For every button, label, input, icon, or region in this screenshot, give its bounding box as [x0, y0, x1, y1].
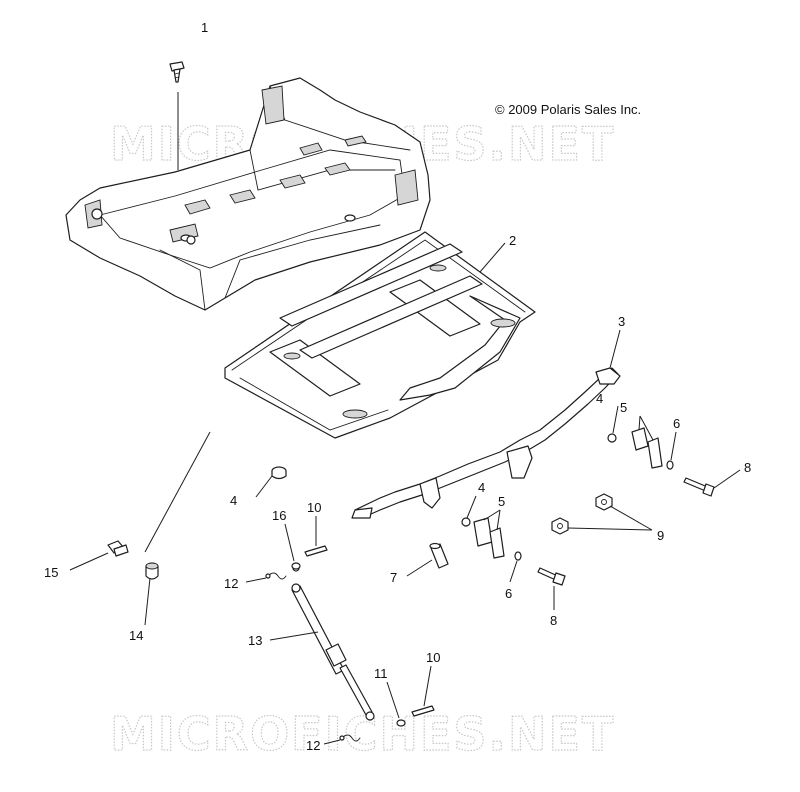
- callout-2: 2: [509, 233, 516, 248]
- leader-15: [69, 552, 109, 571]
- part-6-washer-upper: [666, 460, 674, 470]
- part-9-nut-lower: [551, 517, 569, 535]
- part-6-washer-lower: [514, 551, 522, 561]
- callout-5-upper: 5: [620, 400, 627, 415]
- callout-9: 9: [657, 528, 664, 543]
- leader-4-right: [612, 405, 619, 434]
- callout-8-lower: 8: [550, 613, 557, 628]
- watermark-bottom: MICROFICHES.NET: [110, 707, 615, 761]
- leader-5-upper-a: [638, 415, 641, 431]
- callout-11: 11: [374, 666, 388, 681]
- leader-6-lower: [509, 560, 518, 583]
- leader-4-left: [255, 475, 273, 498]
- leader-2: [479, 242, 506, 273]
- leader-6-upper: [670, 431, 677, 461]
- part-4-grommet-left: [271, 466, 287, 480]
- part-10-pin-upper: [304, 545, 328, 557]
- callout-3: 3: [618, 314, 625, 329]
- part-14-cap: [145, 562, 159, 580]
- part-7-spacer: [429, 542, 449, 569]
- cargo-box: [65, 77, 431, 311]
- callout-4-mid: 4: [478, 480, 485, 495]
- part-2-frame: [224, 231, 536, 439]
- callout-16: 16: [272, 508, 286, 523]
- leader-14-axis: [144, 431, 211, 553]
- part-5-clamp-upper: [631, 427, 663, 469]
- leader-10-lower: [423, 665, 432, 707]
- callout-10-lower: 10: [426, 650, 440, 665]
- leader-16: [284, 523, 295, 562]
- callout-1: 1: [201, 20, 208, 35]
- callout-4-left: 4: [230, 493, 237, 508]
- leader-4-mid: [466, 495, 477, 519]
- callout-6-upper: 6: [673, 416, 680, 431]
- callout-4-right: 4: [596, 391, 603, 406]
- leader-5-upper-b: [639, 415, 654, 441]
- leader-14: [144, 577, 151, 626]
- leader-5-lower-b: [496, 509, 501, 531]
- callout-6-lower: 6: [505, 586, 512, 601]
- part-1-screw: [169, 61, 185, 83]
- leader-12-lower: [323, 739, 341, 745]
- callout-12-lower: 12: [306, 738, 320, 753]
- part-11-washer: [396, 719, 406, 727]
- callout-5-lower: 5: [498, 494, 505, 509]
- part-12-clip-upper: [265, 572, 287, 580]
- part-4-grommet-right: [607, 433, 617, 443]
- part-3-latch-rod: [351, 367, 621, 519]
- callout-15: 15: [44, 565, 58, 580]
- leader-5-lower-a: [483, 509, 501, 521]
- part-9-nut-upper: [595, 493, 613, 511]
- leader-9-a: [609, 505, 653, 531]
- part-8-bolt-upper: [683, 477, 715, 497]
- part-16-nut: [291, 562, 301, 570]
- copyright-notice: © 2009 Polaris Sales Inc.: [495, 102, 641, 117]
- leader-13: [269, 631, 319, 641]
- callout-7: 7: [390, 570, 397, 585]
- callout-8-upper: 8: [744, 460, 751, 475]
- leader-7: [406, 559, 433, 577]
- callout-13: 13: [248, 633, 262, 648]
- leader-3: [609, 329, 621, 369]
- part-8-bolt-lower: [537, 567, 566, 586]
- callout-14: 14: [129, 628, 143, 643]
- part-13-gas-strut: [291, 564, 375, 721]
- part-15-fastener: [107, 540, 129, 557]
- leader-9-b: [567, 527, 653, 531]
- callout-12-upper: 12: [224, 576, 238, 591]
- leader-8-upper: [713, 469, 741, 489]
- part-4-grommet-mid: [461, 517, 471, 527]
- leader-11: [386, 681, 400, 719]
- part-5-clamp-lower: [473, 517, 505, 559]
- leader-12-upper: [245, 577, 267, 583]
- part-12-clip-lower: [339, 734, 361, 742]
- callout-10-upper: 10: [307, 500, 321, 515]
- part-10-pin-lower: [411, 705, 435, 717]
